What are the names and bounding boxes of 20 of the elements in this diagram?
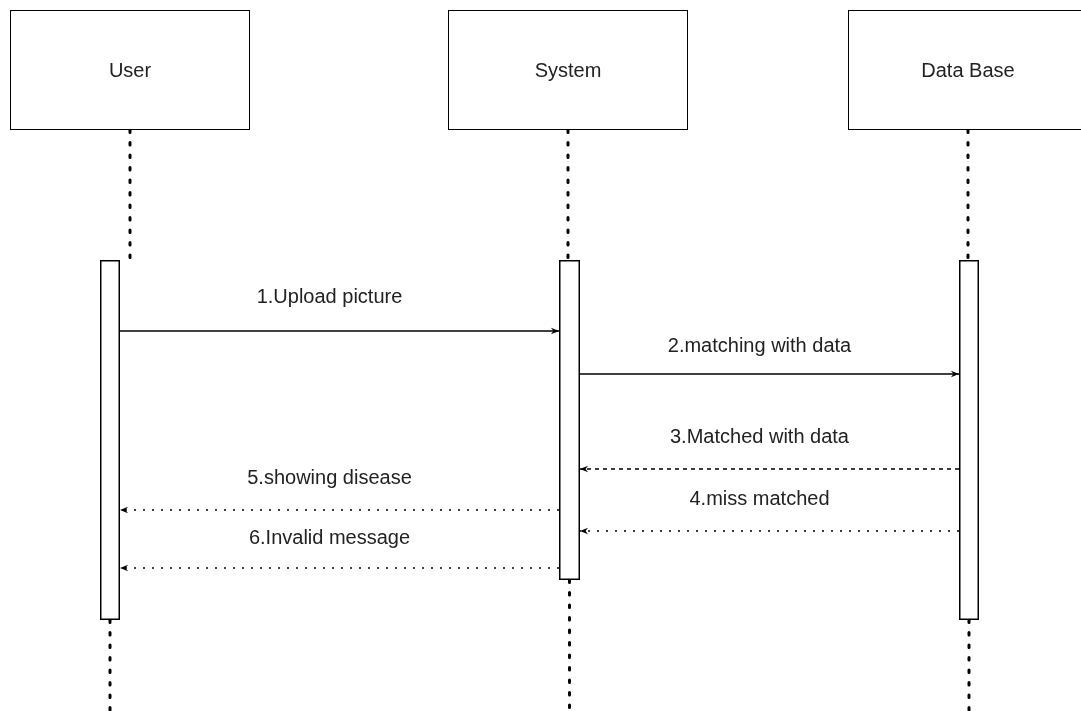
message-arrow [579, 465, 960, 473]
lifeline [568, 578, 571, 711]
activation-bar [100, 260, 120, 620]
message-arrow [579, 370, 960, 378]
lifeline [966, 128, 970, 262]
activation-bar [559, 260, 580, 580]
lifeline [128, 128, 132, 262]
message-arrow [119, 327, 560, 335]
lifeline-header-box [10, 10, 250, 130]
lifeline-header-box [448, 10, 688, 130]
participant-name: Data Base [921, 58, 1015, 82]
participant-name: System [534, 58, 602, 82]
participant-name: User [108, 58, 152, 82]
lifeline [108, 618, 112, 711]
lifeline-header-box [848, 10, 1081, 130]
lifeline [967, 618, 971, 711]
activation-bar [959, 260, 979, 620]
edge-label: 2.matching with data [665, 334, 854, 357]
lifeline [566, 128, 570, 262]
edge-label: 5.showing disease [245, 466, 414, 489]
